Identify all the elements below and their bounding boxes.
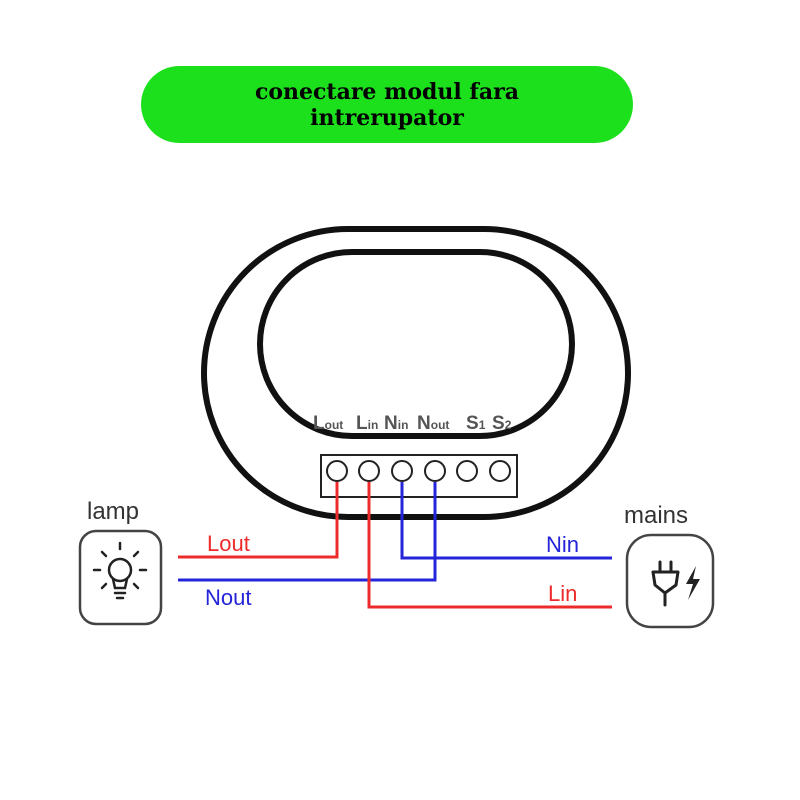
title-line-1: conectare modul fara [254,78,520,105]
title-banner: conectare modul fara intrerupator [141,66,633,143]
mains-box [625,533,715,629]
wire-lout [178,482,339,559]
wire-label-nout: Nout [205,585,251,610]
title-line-2: intrerupator [310,104,464,131]
terminal-labels: Lout Lin Nin Nout S1 S2 [313,413,512,434]
wire-nout [178,482,437,582]
lamp-box [78,529,163,626]
lamp-label: lamp [87,498,139,525]
module-inner-window [257,249,575,439]
terminal-screw-lin [358,460,380,482]
terminal-block-frame [320,454,518,498]
smart-module [201,226,631,520]
lamp-icon-frame [78,529,163,626]
wire-label-nin: Nin [546,532,579,557]
terminal-screw-s1 [456,460,478,482]
lightning-icon [686,566,700,600]
mains-icon-frame [625,533,715,629]
terminal-label-lin: Lin [356,413,378,434]
wire-label-lout: Lout [207,531,250,556]
plug-icon [651,560,680,607]
wire-label-lin: Lin [548,581,577,606]
terminal-label-lout: Lout [313,413,343,434]
terminal-label-s2: S2 [492,413,512,434]
terminal-label-nin: Nin [384,413,408,434]
terminal-screw-nout [424,460,446,482]
wire-lin [367,482,612,609]
lightbulb-icon [92,541,148,600]
terminal-screw-nin [391,460,413,482]
terminal-block [320,454,518,498]
terminal-label-s1: S1 [466,413,486,434]
wire-nin [400,482,612,560]
mains-label: mains [624,502,688,529]
terminal-screw-lout [326,460,348,482]
terminal-screw-s2 [489,460,511,482]
wires [178,482,612,609]
terminal-label-nout: Nout [417,413,449,434]
